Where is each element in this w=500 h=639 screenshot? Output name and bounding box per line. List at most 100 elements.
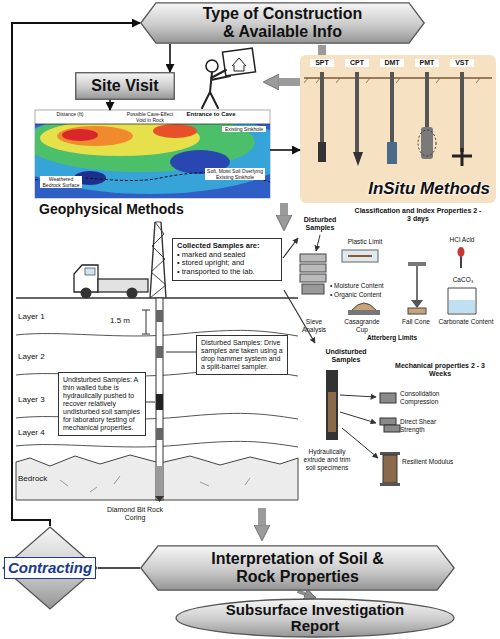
lab-icon xyxy=(352,303,376,310)
start-box-outline xyxy=(141,3,424,43)
connector xyxy=(98,567,140,569)
site-visit-person xyxy=(232,58,246,71)
site-visit-person xyxy=(222,48,255,76)
insitu-illustration xyxy=(300,55,496,203)
node-text: Undisturbed Samples: A thin walled tube … xyxy=(63,376,141,432)
leader-line xyxy=(146,235,378,458)
label: DMT xyxy=(380,59,404,67)
borehole xyxy=(156,466,163,496)
step-box-outline xyxy=(76,73,175,100)
lab-icon xyxy=(342,250,378,262)
soil-profile xyxy=(60,476,250,492)
label: Fall Cone xyxy=(398,318,434,326)
insitu-panel: InSitu Methods xyxy=(300,55,496,203)
label: Carbonate Content xyxy=(438,318,494,326)
label: Layer 3 xyxy=(18,395,58,405)
node-text: Site Visit xyxy=(91,77,158,95)
connector xyxy=(298,591,316,598)
resistivity-profile xyxy=(57,126,133,146)
process-box: Interpretation of Soil & Rock Properties xyxy=(140,545,455,591)
note-box: Collected Samples are:• marked and seale… xyxy=(172,238,282,281)
terminal-oval-outline xyxy=(176,599,454,637)
borehole xyxy=(156,428,163,440)
label: Resilient Modulus xyxy=(402,458,462,466)
label: Existing Sinkhole xyxy=(222,126,266,132)
drill-rig xyxy=(98,279,148,292)
lab-icon xyxy=(408,262,426,266)
borehole xyxy=(156,394,163,410)
label: Layer 4 xyxy=(18,428,58,438)
lab-icon xyxy=(326,370,338,440)
resistivity-profile xyxy=(35,124,270,198)
node-text: Collected Samples are: xyxy=(177,242,260,251)
label: Disturbed Samples xyxy=(296,216,344,233)
label: CPT xyxy=(345,59,369,67)
insitu-illustration xyxy=(387,142,397,164)
label: Direct Shear Strength xyxy=(400,418,460,434)
borehole xyxy=(156,346,163,358)
insitu-illustration xyxy=(300,55,496,203)
start-box: Type of Construction & Available Info xyxy=(140,2,425,44)
lab-icon xyxy=(384,425,400,432)
label: CaCO₃ xyxy=(448,276,478,284)
node-text: • stored upright; and xyxy=(177,259,244,268)
soil-profile xyxy=(16,298,298,500)
resistivity-profile xyxy=(153,124,197,138)
label: HCl Acid xyxy=(440,236,484,244)
terminal-oval: Subsurface Investigation Report xyxy=(175,598,455,638)
label: PMT xyxy=(415,59,439,67)
label: SPT xyxy=(310,59,334,67)
node-text: • transported to the lab. xyxy=(177,268,255,277)
lab-icon xyxy=(300,254,326,262)
node-text: Interpretation of Soil & Rock Properties xyxy=(203,550,393,587)
label: • Moisture Content xyxy=(330,282,400,290)
insitu-illustration xyxy=(390,72,394,142)
insitu-illustration xyxy=(460,72,464,152)
label: Distance (ft) xyxy=(50,111,90,117)
decision-diamond-outline xyxy=(3,527,97,609)
lab-icon xyxy=(348,255,372,257)
label: Plastic Limit xyxy=(340,238,390,246)
label: Casagrande Cup xyxy=(340,318,384,334)
resistivity-profile xyxy=(62,129,98,141)
label: Classification and Index Properties 2 - … xyxy=(352,207,484,224)
label: Undisturbed Samples xyxy=(318,348,374,365)
label: Consolidation Compression xyxy=(400,390,470,406)
flow-arrow xyxy=(258,508,266,528)
resistivity-profile xyxy=(35,124,270,194)
decision-diamond: Contracting xyxy=(2,526,98,610)
insitu-illustration xyxy=(425,72,429,127)
node-text: Disturbed Samples: Drive samples are tak… xyxy=(201,339,283,371)
drill-rig xyxy=(85,268,95,275)
leader-line xyxy=(146,402,155,403)
lab-icon xyxy=(380,418,396,425)
drill-rig xyxy=(74,222,166,299)
label: Layer 2 xyxy=(18,352,58,362)
label: Bedrock xyxy=(18,474,58,484)
lab-icon xyxy=(460,256,462,268)
label: 1.5 m xyxy=(110,316,144,326)
lab-icon xyxy=(302,284,324,294)
lab-icon xyxy=(300,274,326,282)
node-text: Subsurface Investigation Report xyxy=(205,602,425,634)
lab-icon xyxy=(411,300,423,308)
insitu-illustration xyxy=(320,72,324,142)
flow-arrow xyxy=(280,203,288,218)
leader-line xyxy=(340,412,376,423)
site-visit-person xyxy=(206,60,218,72)
insitu-illustration xyxy=(355,72,359,152)
leader-line xyxy=(342,428,378,458)
lab-icon xyxy=(416,262,418,300)
label: Sieve Analysis xyxy=(296,318,332,334)
borehole xyxy=(142,310,150,334)
leader-line xyxy=(340,395,376,397)
leader-line xyxy=(284,290,315,343)
lab-icon xyxy=(328,392,336,432)
label: Soft, Moist Soil Overlying Existing Sink… xyxy=(205,168,265,180)
note-box: Undisturbed Samples: A thin walled tube … xyxy=(58,372,146,436)
borehole xyxy=(156,298,163,500)
leader-line xyxy=(283,238,298,258)
process-box-outline xyxy=(141,546,454,590)
step-box: Site Visit xyxy=(75,72,175,100)
